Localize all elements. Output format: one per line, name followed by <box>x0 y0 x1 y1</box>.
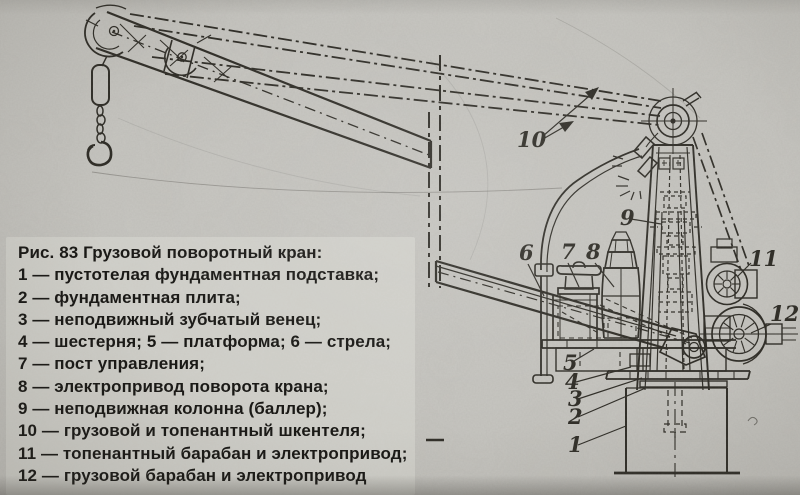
caption-line-5: 7 — пост управления; <box>18 354 205 374</box>
caption-line-6: 8 — электропривод поворота крана; <box>18 376 329 396</box>
caption-line-1: 1 — пустотелая фундаментная подставка; <box>18 265 380 285</box>
caption-line-3: 3 — неподвижный зубчатый венец; <box>18 309 322 329</box>
caption-line-4: 4 — шестерня; 5 — платформа; 6 — стрела; <box>18 332 392 352</box>
caption-title: Рис. 83 Грузовой поворотный кран: <box>18 243 323 262</box>
caption-backdrop <box>6 237 415 495</box>
caption-line-7: 9 — неподвижная колонна (баллер); <box>18 399 328 419</box>
caption-line-9: 11 — топенантный барабан и электропривод… <box>18 443 408 463</box>
caption-line-8: 10 — грузовой и топенантный шкентеля; <box>18 421 366 441</box>
caption-line-2: 2 — фундаментная плита; <box>18 287 241 307</box>
figure-caption: Рис. 83 Грузовой поворотный кран: 1 — пу… <box>18 242 418 487</box>
caption-line-10: 12 — грузовой барабан и электропривод <box>18 465 367 485</box>
